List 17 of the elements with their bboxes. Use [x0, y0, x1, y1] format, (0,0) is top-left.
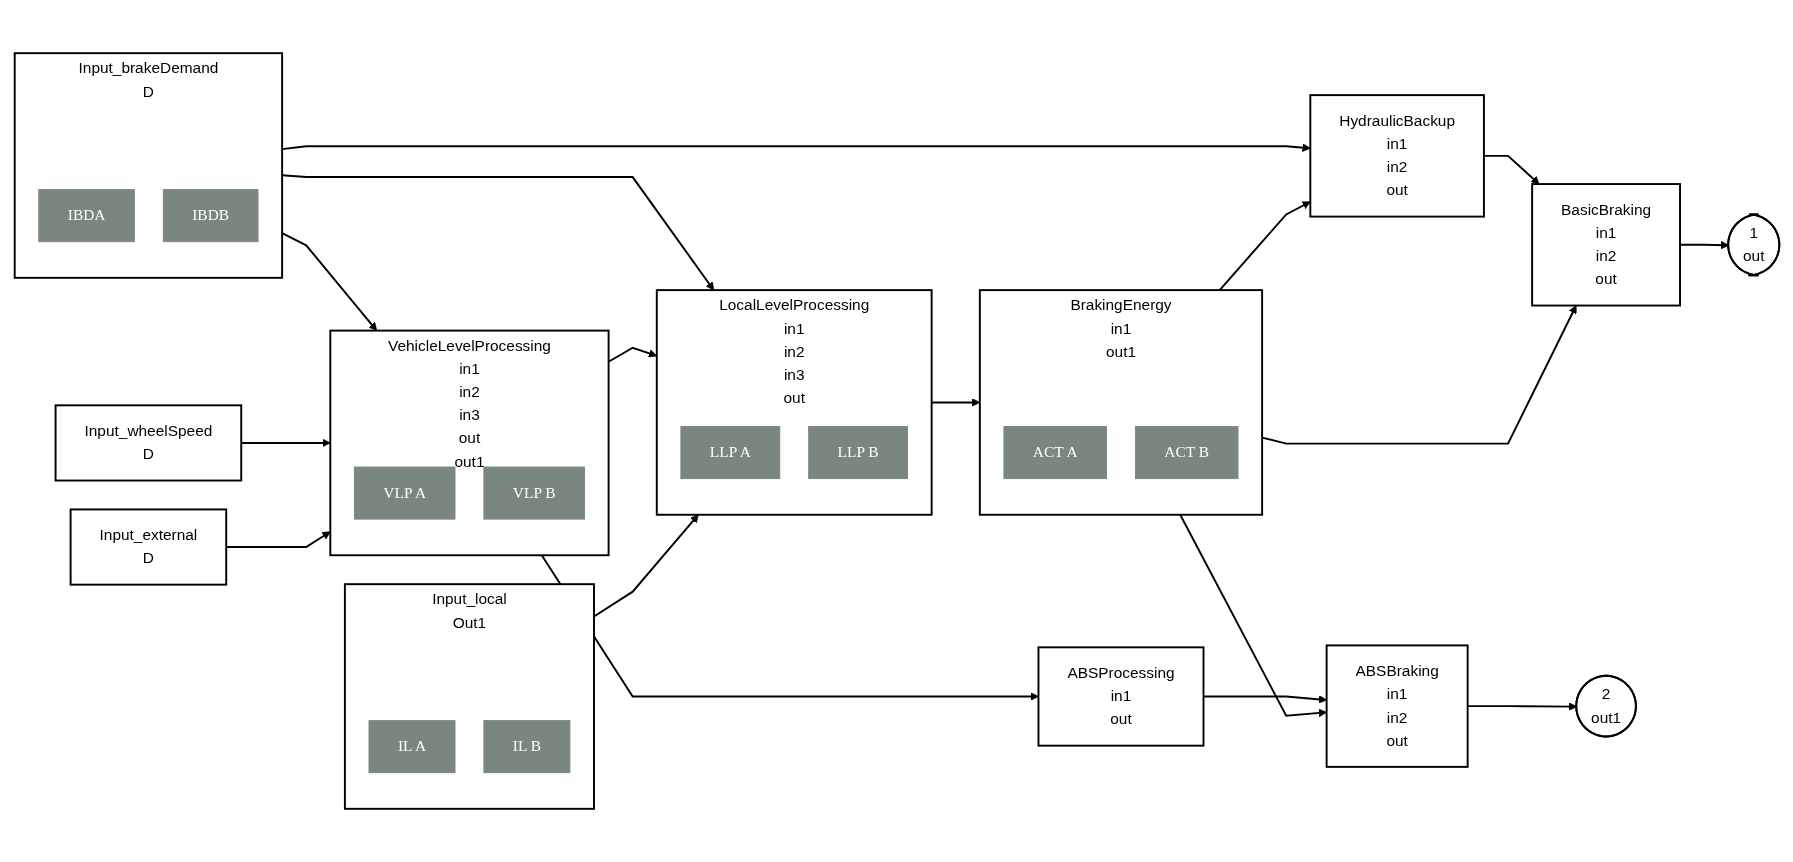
node-box: VLP A: [353, 466, 455, 520]
node-box: VLP B: [482, 466, 585, 520]
node-box: Input_wheelSpeed D: [54, 404, 242, 482]
node-box: Input_external D: [69, 508, 227, 586]
node-box: ABSProcessing in1 out: [1037, 646, 1204, 747]
node-box: ACT A: [1002, 426, 1107, 480]
node-box: HydraulicBackup in1 in2 out: [1308, 94, 1485, 218]
node-box: LLP A: [679, 426, 780, 480]
node-box: IL A: [368, 720, 455, 774]
node-box: IBDA: [37, 189, 135, 243]
node-box: BasicBraking in1 in2 out: [1530, 183, 1681, 307]
node-box: LLP B: [807, 426, 908, 480]
node-box: IL B: [482, 720, 570, 774]
node-box: IBDB: [162, 189, 258, 243]
node-box: ACT B: [1134, 426, 1238, 480]
arrow: [1178, 513, 1327, 718]
node-box: ABSBraking in1 in2 out: [1325, 644, 1469, 768]
